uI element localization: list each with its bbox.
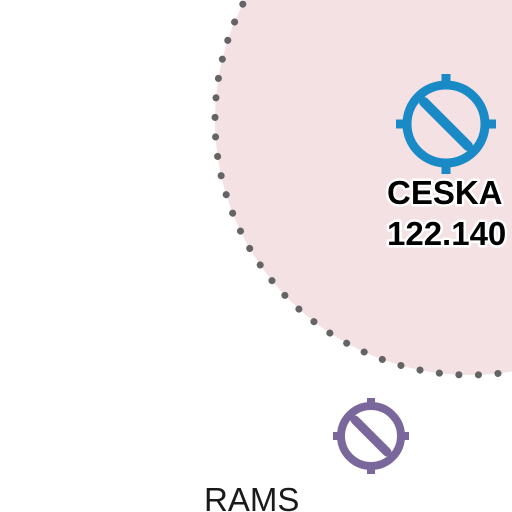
airfield-icon[interactable] [396,74,496,174]
airspace-zone [211,0,512,379]
airfield-name-rams: RAMS [204,481,299,512]
airfield-name-ceska: CESKA [387,174,503,211]
airfield-icon[interactable] [333,398,409,474]
airfield-frequency-ceska: 122.140 [387,215,506,252]
